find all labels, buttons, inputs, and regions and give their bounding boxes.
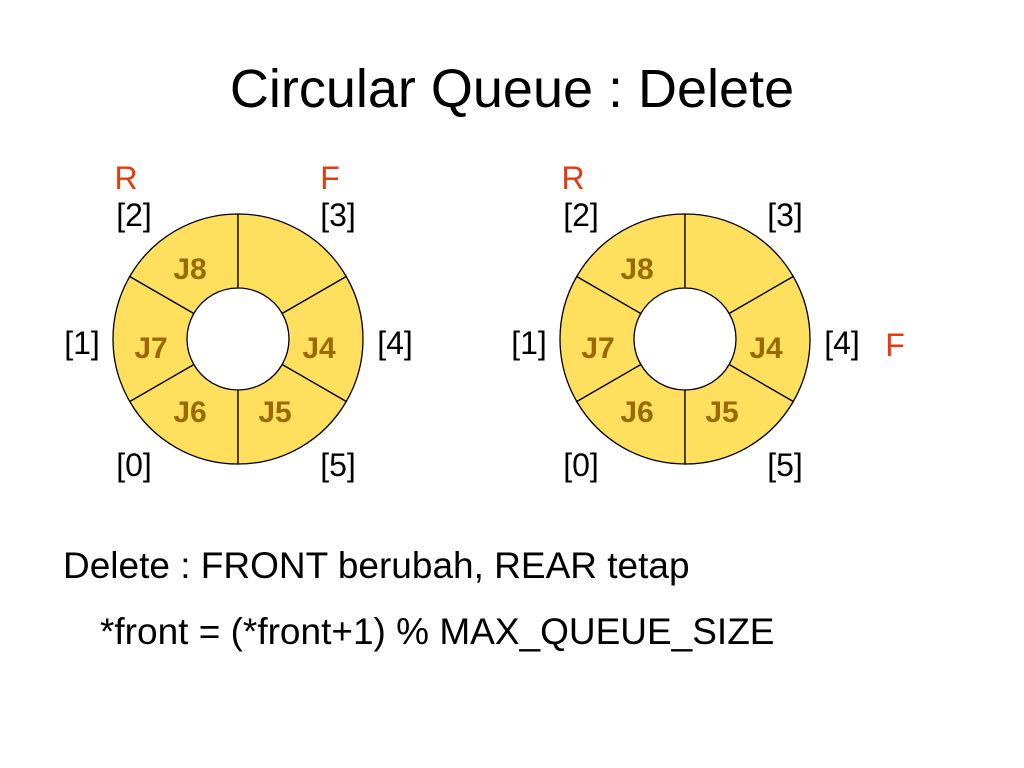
queue-slot-5	[237, 363, 348, 465]
job-label: J4	[302, 332, 336, 365]
queue-slot-0	[128, 363, 239, 465]
job-label: J8	[173, 253, 206, 286]
queue-slot-3	[684, 213, 795, 315]
job-label: J5	[258, 396, 291, 429]
queue-slot-2	[575, 213, 686, 315]
index-label: [3]	[767, 197, 803, 233]
job-label: J6	[173, 396, 206, 429]
index-label: [5]	[767, 447, 803, 483]
job-label: J5	[705, 396, 738, 429]
index-label: [2]	[116, 197, 152, 233]
index-label: [3]	[320, 197, 356, 233]
index-label: [2]	[563, 197, 599, 233]
queue-slot-5	[684, 363, 795, 465]
queue-slot-1	[559, 275, 642, 403]
job-label: J8	[620, 253, 653, 286]
queue-slot-0	[575, 363, 686, 465]
front-update-formula: *front = (*front+1) % MAX_QUEUE_SIZE	[100, 611, 775, 652]
rear-pointer-label: R	[114, 160, 137, 196]
index-label: [4]	[377, 325, 413, 361]
front-pointer-label: F	[885, 327, 905, 363]
queue-slot-3	[237, 213, 348, 315]
index-label: [0]	[563, 447, 599, 483]
index-label: [1]	[511, 325, 547, 361]
queue-slot-4	[728, 275, 811, 403]
front-pointer-label: F	[320, 160, 340, 196]
queue-slot-1	[112, 275, 195, 403]
index-label: [0]	[116, 447, 152, 483]
job-label: J4	[749, 332, 783, 365]
delete-description: Delete : FRONT berubah, REAR tetap	[63, 545, 690, 586]
index-label: [4]	[824, 325, 860, 361]
rear-pointer-label: R	[561, 160, 584, 196]
slide-title: Circular Queue : Delete	[229, 59, 795, 119]
queue-slot-2	[128, 213, 239, 315]
index-label: [5]	[320, 447, 356, 483]
job-label: J6	[620, 396, 653, 429]
queue-slot-4	[281, 275, 364, 403]
job-label: J7	[581, 332, 614, 365]
job-label: J7	[134, 332, 167, 365]
index-label: [1]	[64, 325, 100, 361]
